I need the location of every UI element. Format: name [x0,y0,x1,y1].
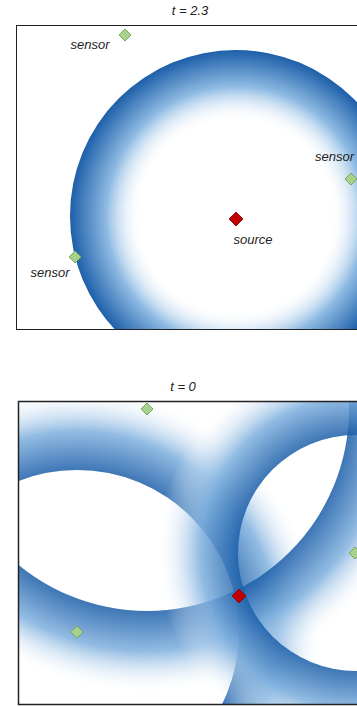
panel-frame [17,26,357,330]
panel-title: t = 2.3 [172,4,209,18]
sensor-label: sensor [70,38,109,52]
sensor-label: sensor [315,150,354,164]
sensor-label: sensor [30,266,69,280]
panel-title: t = 0 [170,380,196,394]
panel-frame [19,402,357,705]
wave-ring [70,50,357,330]
wave-rings [18,401,357,705]
source-label: source [233,233,272,247]
sensor-marker [69,29,357,638]
source-marker [229,212,246,603]
